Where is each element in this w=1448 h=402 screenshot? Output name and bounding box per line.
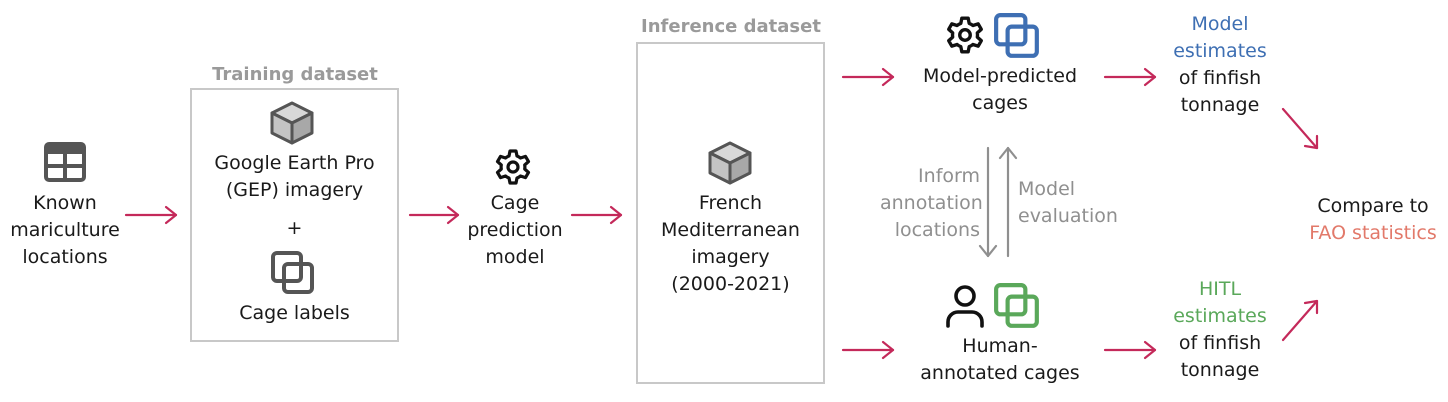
model-est-line-2: estimates	[1173, 40, 1267, 62]
fao-statistics-text: FAO statistics	[1309, 222, 1437, 244]
inform-annotation-label: Inform annotation locations	[880, 163, 983, 244]
known-locations-label: Known mariculture locations	[5, 190, 125, 271]
inference-dataset-header: Inference dataset	[641, 16, 821, 37]
inference-line-2: Mediterranean	[661, 219, 800, 241]
known-line-1: Known	[33, 192, 97, 214]
gep-line-2: (GEP) imagery	[225, 179, 364, 201]
evaluation-line-1: Model	[1018, 178, 1076, 200]
known-line-3: locations	[22, 246, 108, 268]
hitl-est-line-3: of finfish	[1178, 332, 1262, 354]
inference-line-3: imagery	[691, 246, 770, 268]
inform-line-2: annotation	[880, 192, 983, 214]
training-dataset-header: Training dataset	[212, 64, 378, 85]
arrow-known-to-training	[124, 205, 178, 225]
model-est-line-1: Model	[1191, 13, 1249, 35]
hitl-est-line-1: HITL	[1198, 278, 1242, 300]
inference-line-1: French	[698, 192, 763, 214]
predicted-line-2: cages	[972, 92, 1028, 114]
cage-labels-label: Cage labels	[239, 302, 350, 324]
gear-icon	[495, 149, 531, 185]
arrow-up-evaluation	[998, 146, 1018, 258]
arrow-training-to-model	[408, 205, 460, 225]
known-line-2: mariculture	[10, 219, 120, 241]
arrow-predicted-to-model-est	[1103, 67, 1157, 87]
inform-line-3: locations	[894, 219, 980, 241]
french-imagery-label: French Mediterranean imagery (2000-2021)	[636, 190, 825, 298]
predicted-line-1: Model-predicted	[922, 65, 1078, 87]
person-icon	[946, 285, 984, 328]
cube-icon	[708, 141, 752, 185]
arrow-human-to-hitl-est	[1103, 340, 1157, 360]
arrow-down-inform	[978, 146, 998, 258]
arrow-model-est-to-compare	[1281, 107, 1319, 150]
cage-prediction-model-label: Cage prediction model	[455, 190, 575, 271]
plus-sign: +	[286, 217, 303, 239]
human-annotated-cages-label: Human- annotated cages	[900, 333, 1100, 387]
cube-icon	[270, 101, 314, 145]
model-line-2: prediction	[467, 219, 563, 241]
arrow-inference-to-predicted	[841, 67, 895, 87]
arrow-model-to-inference	[570, 205, 623, 225]
hitl-est-line-4: tonnage	[1180, 359, 1260, 381]
gear-icon	[947, 16, 983, 54]
model-evaluation-label: Model evaluation	[1018, 176, 1128, 230]
table-icon	[44, 142, 86, 182]
model-estimates-label: Model estimates of finfish tonnage	[1160, 11, 1280, 119]
model-line-3: model	[485, 246, 545, 268]
hitl-estimates-label: HITL estimates of finfish tonnage	[1160, 276, 1280, 384]
compare-line-1: Compare to	[1317, 195, 1429, 217]
compare-fao-label: Compare to FAO statistics	[1300, 193, 1446, 247]
model-est-line-3: of finfish	[1178, 67, 1262, 89]
cage-squares-icon	[994, 283, 1039, 328]
model-line-1: Cage	[490, 192, 540, 214]
inference-dataset-box	[636, 42, 825, 384]
human-line-1: Human-	[962, 335, 1038, 357]
hitl-est-line-2: estimates	[1173, 305, 1267, 327]
gep-imagery-label: Google Earth Pro (GEP) imagery	[190, 150, 399, 204]
evaluation-line-2: evaluation	[1018, 205, 1118, 227]
gep-line-1: Google Earth Pro	[214, 152, 375, 174]
model-predicted-cages-label: Model-predicted cages	[900, 63, 1100, 117]
arrow-hitl-est-to-compare	[1281, 299, 1319, 342]
inform-line-1: Inform	[918, 165, 980, 187]
training-dataset-box	[190, 88, 399, 342]
cage-squares-icon	[271, 251, 314, 294]
inference-line-4: (2000-2021)	[671, 273, 790, 295]
model-est-line-4: tonnage	[1180, 94, 1260, 116]
human-line-2: annotated cages	[920, 362, 1080, 384]
cage-squares-icon	[994, 13, 1039, 58]
arrow-inference-to-human	[841, 340, 895, 360]
